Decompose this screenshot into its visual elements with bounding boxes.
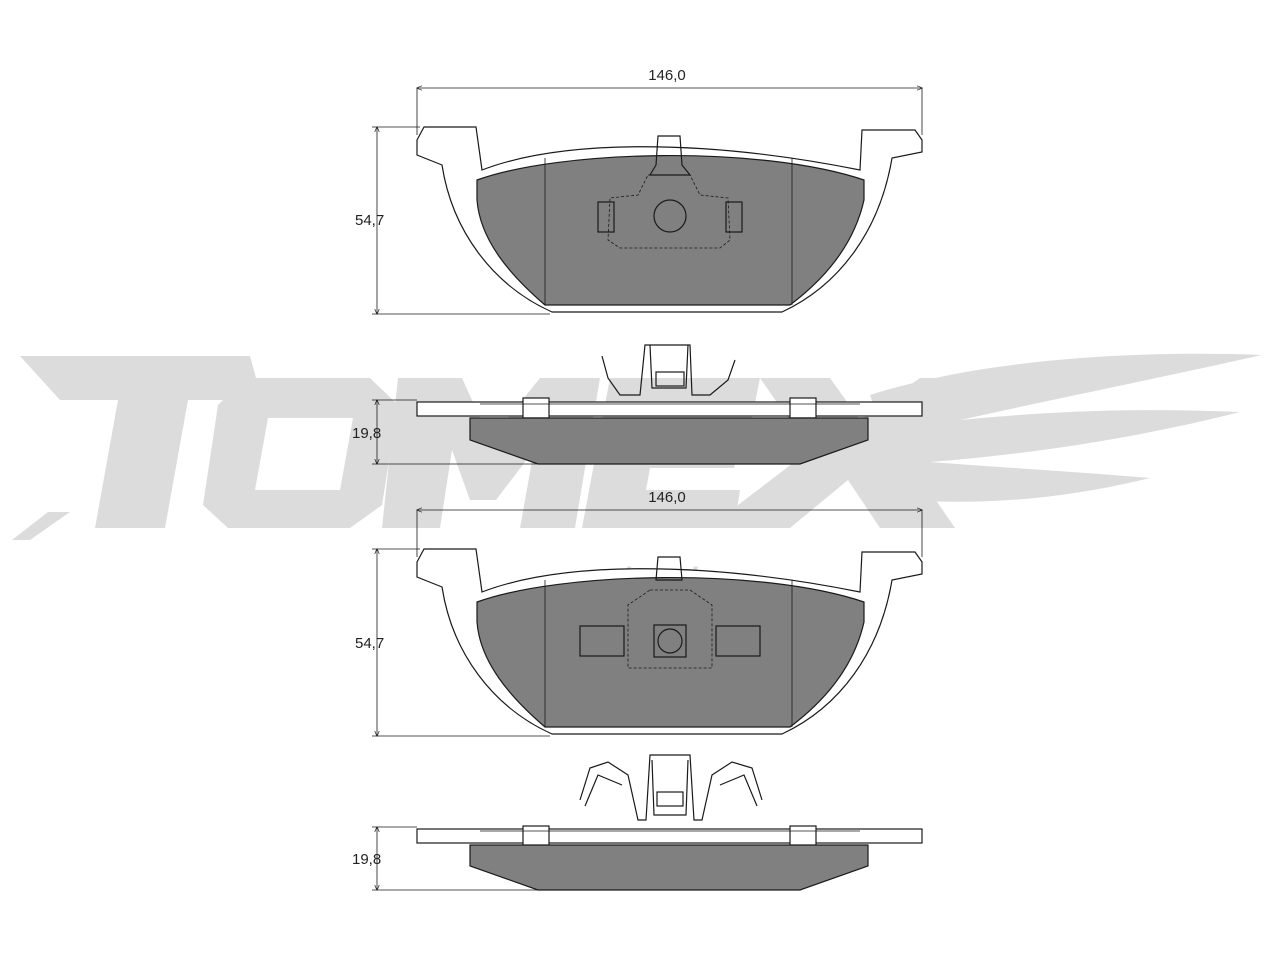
pad-side-view-2: 19,8: [352, 754, 923, 891]
friction-pad-2: [476, 577, 865, 728]
width-dimension-label-1: 146,0: [648, 67, 686, 84]
pad-top-view-1: 146,0 54,7: [355, 67, 923, 314]
pad-side-view-1: 19,8: [352, 344, 923, 465]
thickness-dimension-label-1: 19,8: [352, 425, 381, 442]
width-dimension-label-2: 146,0: [648, 489, 686, 506]
friction-pad-1: [476, 155, 865, 306]
thickness-dimension-label-2: 19,8: [352, 851, 381, 868]
height-dimension-label-1: 54,7: [355, 212, 384, 229]
height-dimension-label-2: 54,7: [355, 635, 384, 652]
pad-top-view-2: 146,0 54,7: [355, 489, 923, 736]
